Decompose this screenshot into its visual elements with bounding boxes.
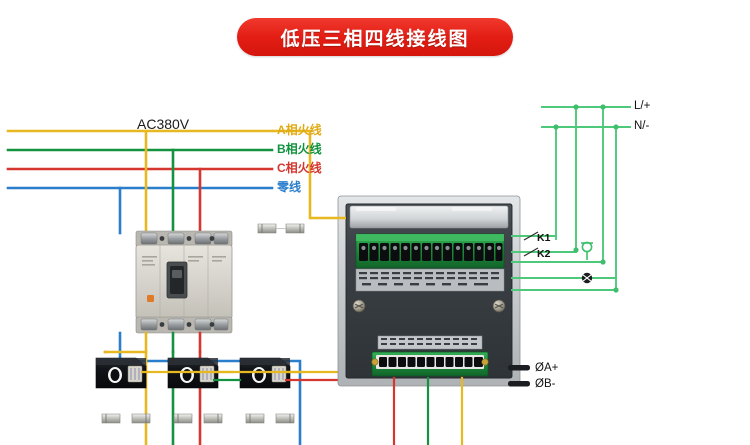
meter-bottom-wires (392, 376, 464, 445)
fuse-holder-a[interactable] (101, 413, 151, 424)
power-meter[interactable] (337, 195, 521, 387)
relay-contact-k2 (523, 247, 539, 257)
title-banner: 低压三相四线接线图 (237, 18, 513, 56)
breaker-bottom-lugs (140, 318, 229, 331)
indicator-lamp-icon (581, 241, 593, 260)
phase-b-label: B相火线 (277, 142, 322, 156)
meter-top-terminal-block[interactable] (355, 233, 505, 269)
fuse-holder-top[interactable] (257, 223, 305, 234)
control-n-label: N/- (634, 120, 650, 132)
relay-k1-label: K1 (537, 232, 551, 244)
power-bus-wires (6, 129, 274, 190)
meter-bottom-terminal-block[interactable] (371, 351, 489, 377)
meter-top-terminal-screws (359, 243, 503, 261)
fuse-holder-c[interactable] (245, 413, 295, 424)
supply-label: AC380V (137, 116, 190, 132)
meter-left-feed (272, 129, 346, 220)
breaker-output-drops (118, 331, 202, 363)
breaker-top-lugs (140, 232, 229, 245)
comm-b-label: ØB- (535, 378, 556, 390)
relay-contact-k1 (523, 231, 539, 241)
meter-bottom-terminal-screws (379, 357, 483, 367)
breaker-test-button[interactable] (147, 295, 154, 302)
relay-k2-label: K2 (537, 248, 551, 260)
ct-secondary-wires (140, 370, 342, 382)
page-title: 低压三相四线接线图 (280, 28, 470, 50)
fuse-holder-b[interactable] (173, 413, 223, 424)
breaker-printing (142, 256, 226, 266)
meter-bottom-terminal-legend (377, 335, 483, 350)
comm-terminal-a[interactable] (508, 365, 530, 371)
meter-top-terminal-legend (355, 268, 505, 292)
control-junction-dots (553, 104, 619, 293)
control-l-label: L/+ (634, 100, 651, 112)
comm-terminal-b[interactable] (508, 381, 530, 387)
comm-terminals (508, 365, 530, 387)
control-wiring (511, 106, 631, 291)
phase-c-label: C相火线 (277, 161, 322, 175)
circuit-breaker[interactable] (135, 230, 233, 334)
current-transformer-a[interactable] (95, 357, 147, 389)
breaker-feed-drops (118, 129, 202, 235)
buzzer-icon (581, 272, 593, 284)
comm-a-label: ØA+ (535, 362, 559, 374)
meter-top-cover (349, 205, 509, 229)
neutral-label: 零线 (277, 180, 302, 194)
phase-a-label: A相火线 (277, 123, 322, 137)
